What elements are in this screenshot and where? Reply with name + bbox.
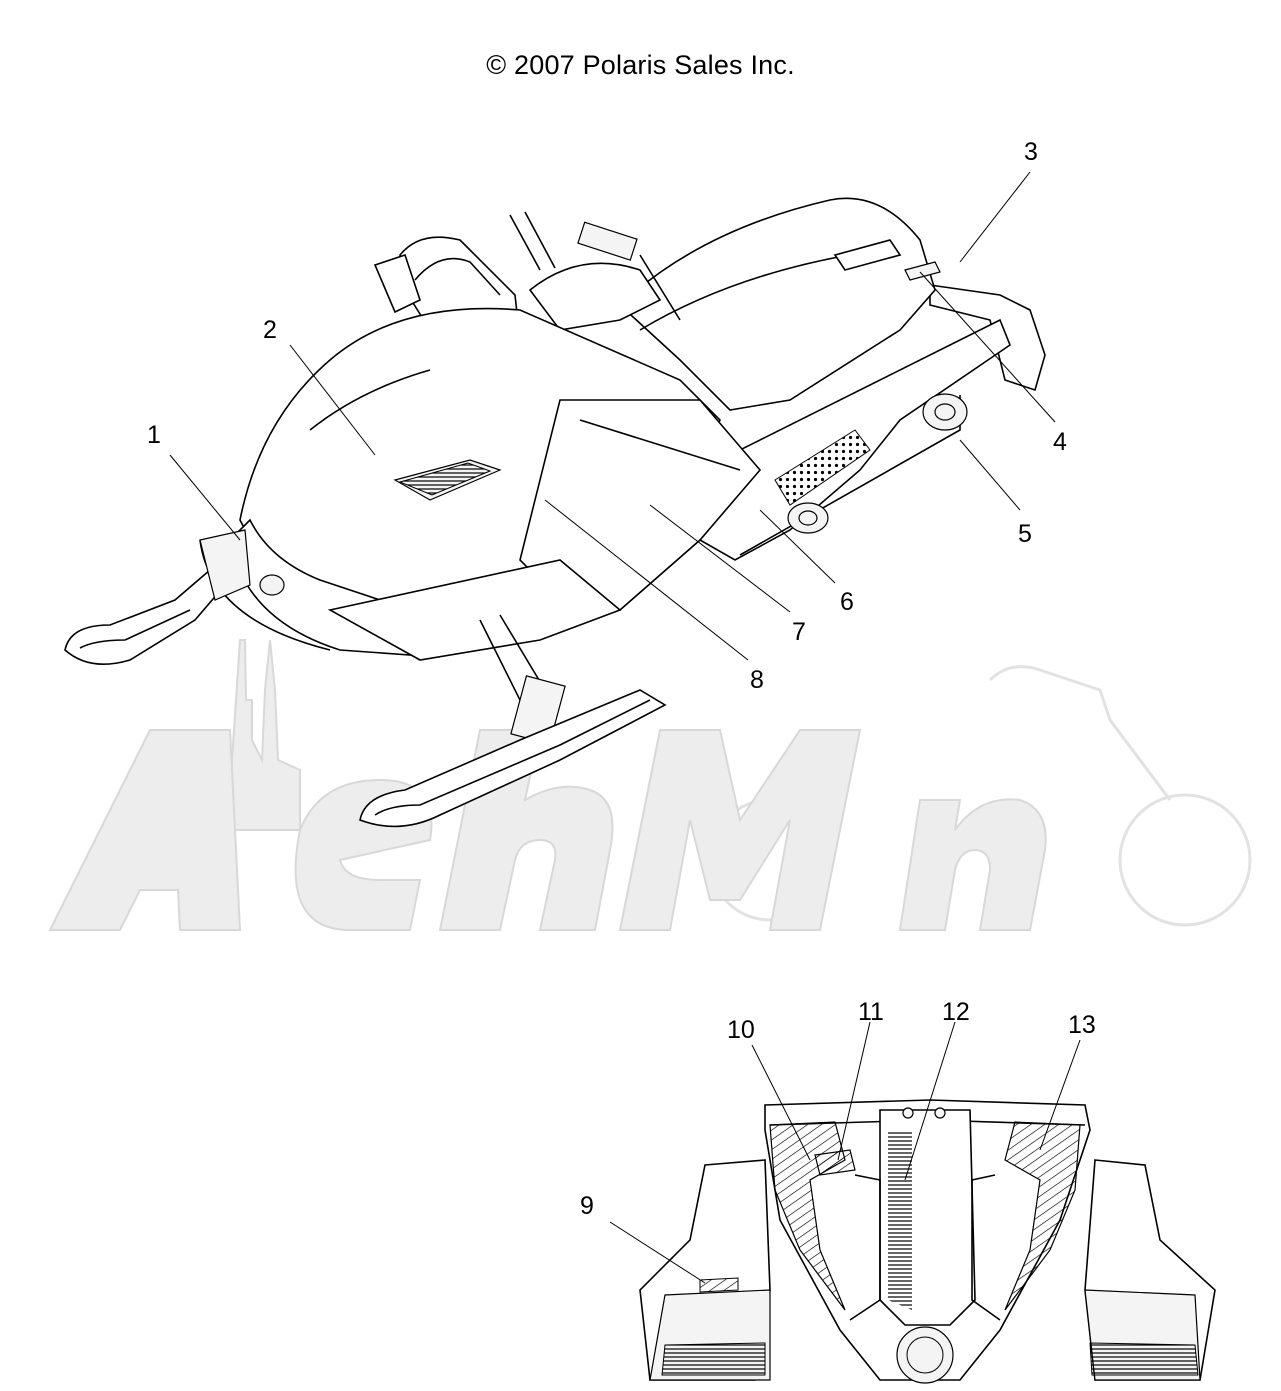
callout-4: 4 bbox=[1053, 428, 1067, 456]
snowmobile-front-view bbox=[639, 1099, 1216, 1384]
leader-lines bbox=[169, 171, 1081, 1284]
callout-7: 7 bbox=[792, 618, 806, 646]
callout-labels: 1 2 3 4 5 6 7 8 9 10 11 12 13 bbox=[147, 138, 1096, 1220]
callout-13: 13 bbox=[1068, 1011, 1096, 1039]
callout-8: 8 bbox=[750, 666, 764, 694]
callout-3: 3 bbox=[1024, 138, 1038, 166]
callout-5: 5 bbox=[1018, 520, 1032, 548]
callout-9: 9 bbox=[580, 1192, 594, 1220]
callout-12: 12 bbox=[942, 998, 970, 1026]
copyright-notice: © 2007 Polaris Sales Inc. bbox=[486, 50, 795, 80]
callout-11: 11 bbox=[858, 998, 884, 1026]
watermark-logo bbox=[48, 639, 1252, 931]
snowmobile-side-view bbox=[64, 197, 1046, 828]
callout-2: 2 bbox=[263, 316, 277, 344]
callout-10: 10 bbox=[727, 1016, 755, 1044]
callout-6: 6 bbox=[840, 588, 854, 616]
callout-1: 1 bbox=[147, 421, 161, 449]
